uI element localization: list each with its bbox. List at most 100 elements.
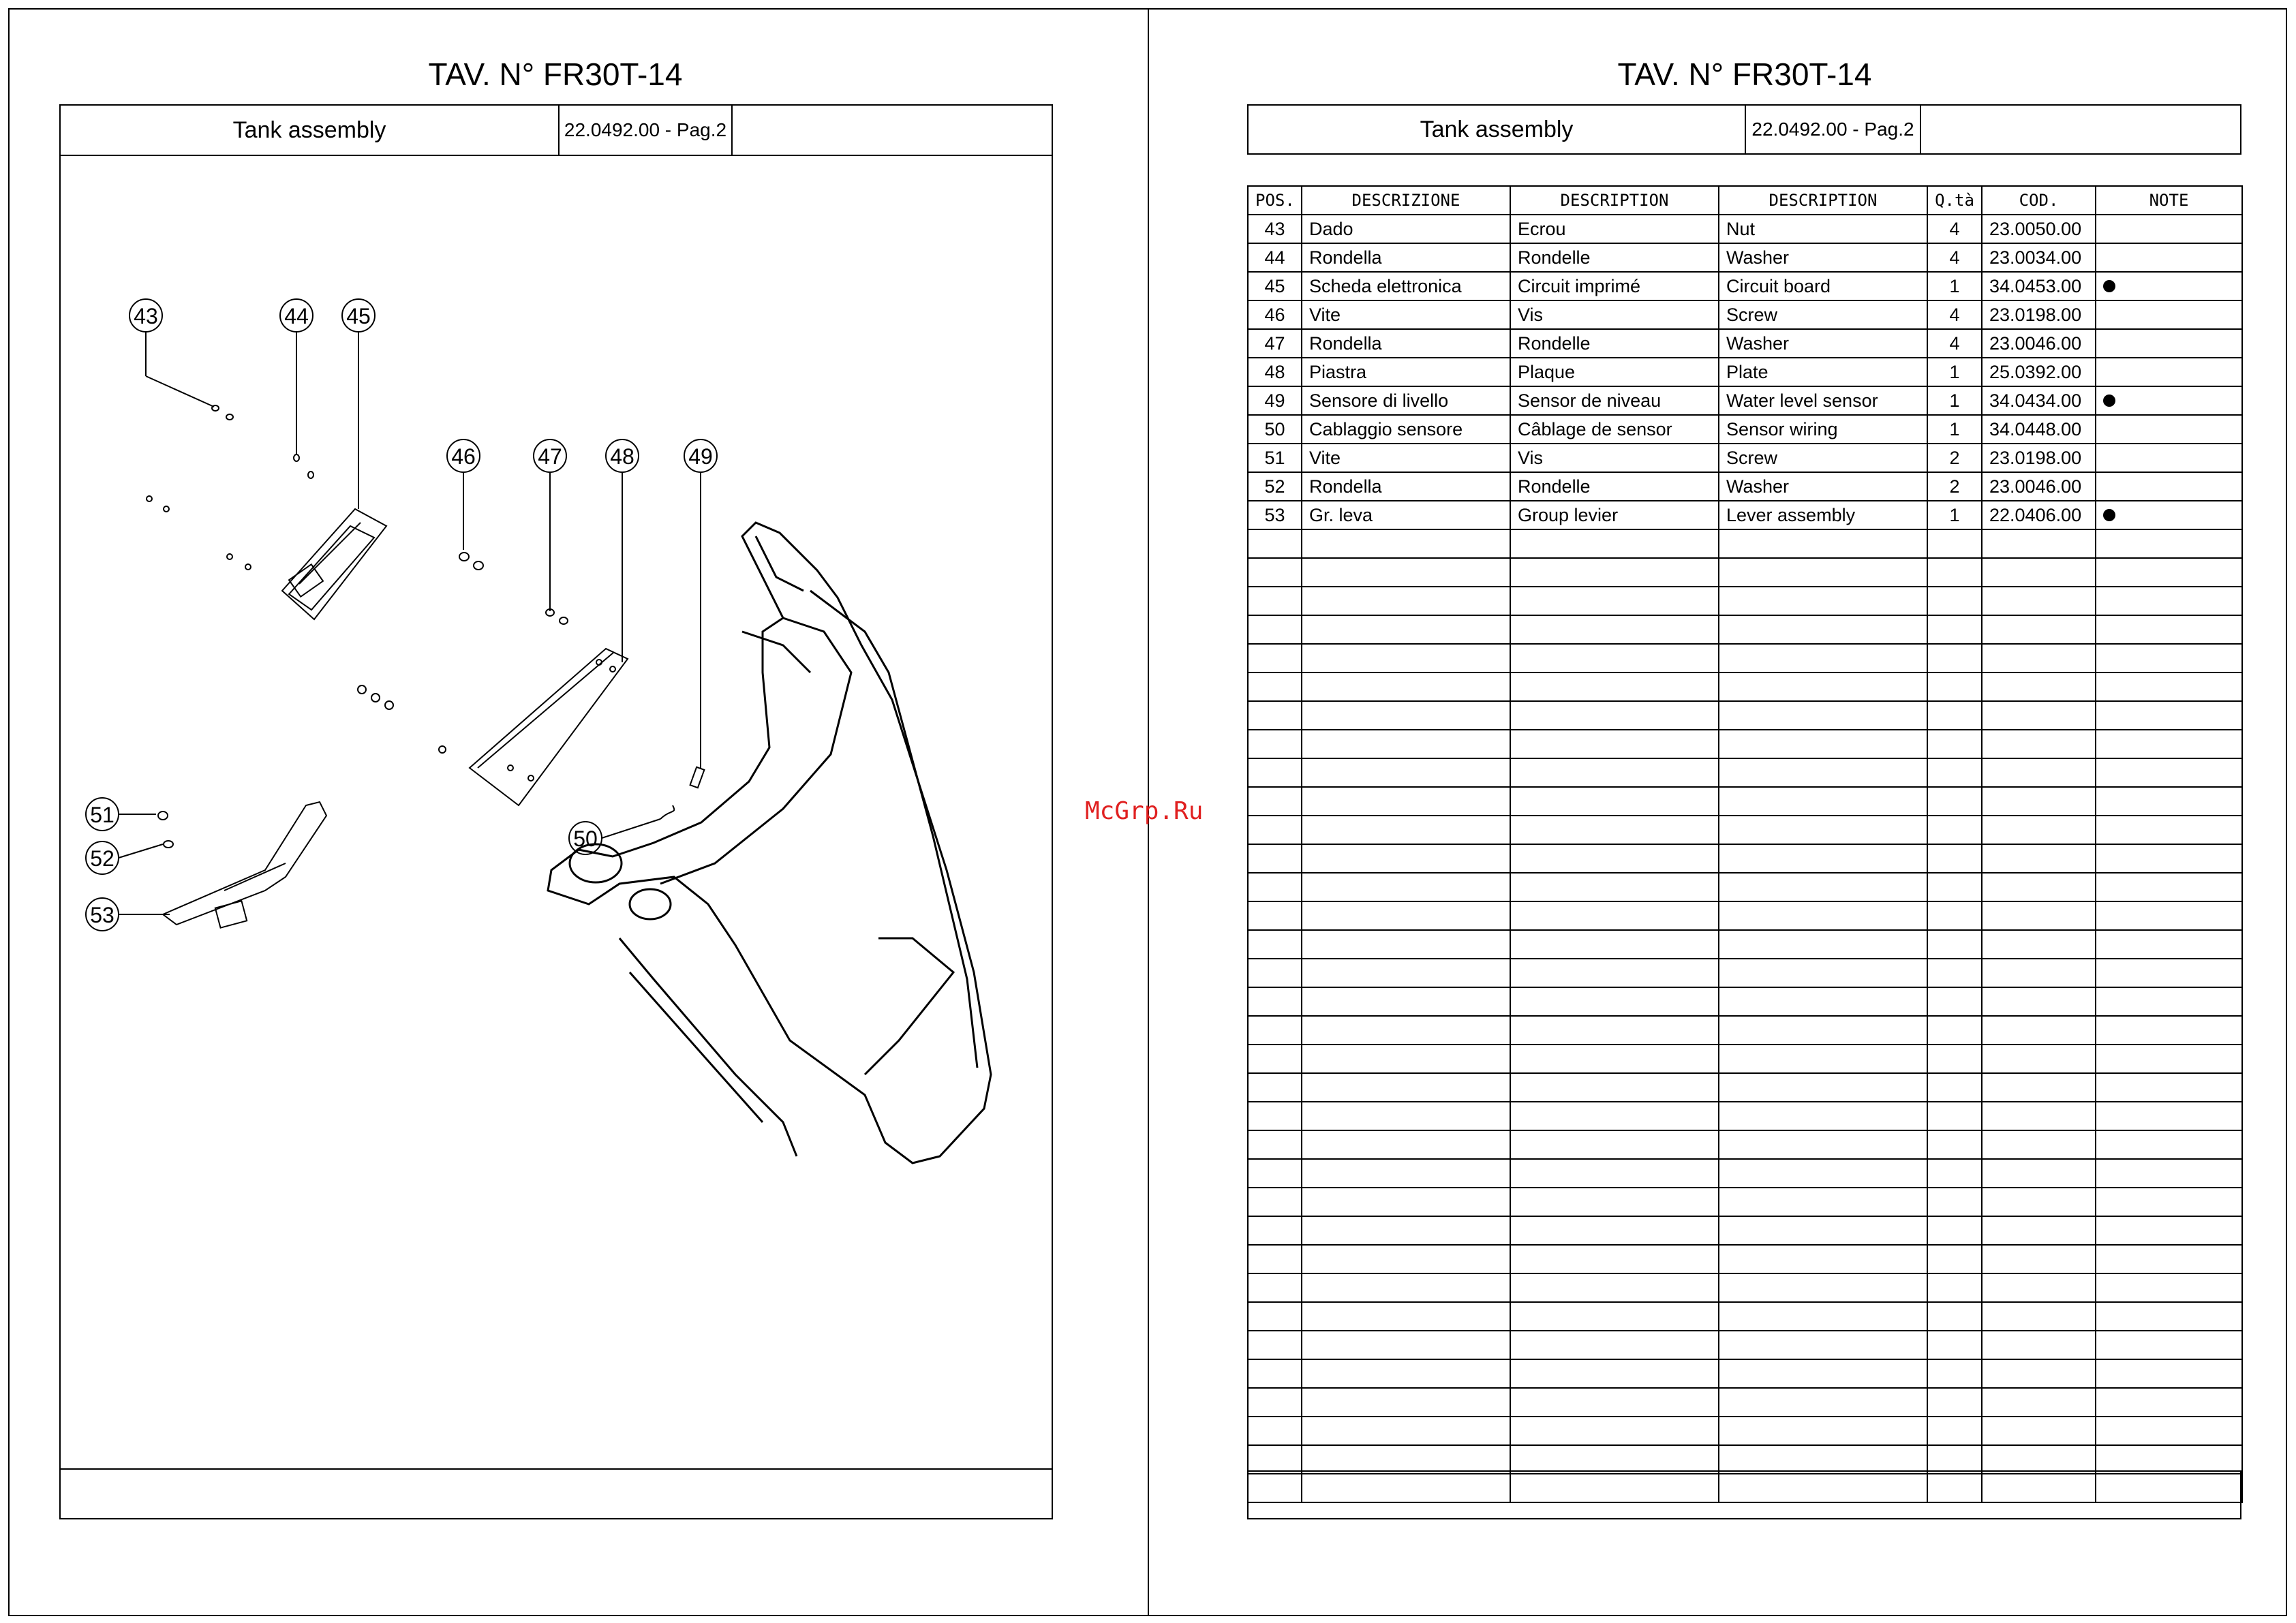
empty-cell (1927, 1216, 1983, 1246)
col-note: NOTE (2095, 185, 2243, 215)
empty-cell (1247, 929, 1302, 959)
empty-cell (2095, 958, 2243, 988)
empty-cell (1510, 529, 1719, 559)
empty-cell (1301, 758, 1511, 788)
empty-cell (2095, 1044, 2243, 1074)
description-fr-cell: Circuit imprimé (1510, 271, 1719, 301)
empty-cell (1247, 586, 1302, 616)
empty-cell (1247, 1387, 1302, 1417)
empty-cell (1718, 1015, 1928, 1045)
callout-52-label: 52 (90, 846, 114, 871)
empty-cell (2095, 987, 2243, 1017)
left-header-row: Tank assembly 22.0492.00 - Pag.2 (61, 106, 1052, 156)
empty-cell (1301, 1444, 1511, 1474)
empty-cell (2095, 815, 2243, 845)
empty-cell (1927, 1416, 1983, 1446)
empty-cell (1927, 700, 1983, 730)
empty-table-row (1247, 844, 2243, 874)
empty-cell (1718, 1044, 1928, 1074)
pos-cell: 46 (1247, 300, 1302, 330)
empty-cell (1510, 1273, 1719, 1303)
empty-cell (1247, 786, 1302, 816)
empty-cell (1247, 1359, 1302, 1389)
empty-table-row (1247, 615, 2243, 645)
col-description-fr: DESCRIPTION (1510, 185, 1719, 215)
empty-cell (1981, 1187, 2096, 1217)
empty-cell (2095, 929, 2243, 959)
empty-cell (1301, 643, 1511, 673)
note-cell (2095, 214, 2243, 244)
right-header-frame: Tank assembly 22.0492.00 - Pag.2 (1247, 104, 2241, 155)
empty-cell (1927, 844, 1983, 874)
empty-cell (1510, 1101, 1719, 1131)
empty-cell (1510, 586, 1719, 616)
empty-cell (1301, 1330, 1511, 1360)
callout-50: 50 (568, 818, 661, 855)
empty-cell (1247, 729, 1302, 759)
level-sensor-part (689, 766, 705, 789)
empty-cell (1247, 1330, 1302, 1360)
empty-cell (1247, 529, 1302, 559)
qty-cell: 1 (1927, 271, 1983, 301)
note-cell (2095, 414, 2243, 444)
empty-cell (1247, 758, 1302, 788)
description-fr-cell: Sensor de niveau (1510, 386, 1719, 416)
callout-47: 47 (533, 439, 567, 611)
empty-table-row (1247, 1416, 2243, 1446)
empty-cell (1981, 844, 2096, 874)
left-footer-box (59, 1468, 1053, 1519)
empty-cell (1718, 1473, 1928, 1503)
callout-43-label: 43 (134, 304, 158, 328)
parts-table-header: POS. DESCRIZIONE DESCRIPTION DESCRIPTION… (1247, 185, 2243, 215)
empty-cell (2095, 1301, 2243, 1331)
empty-cell (1718, 1130, 1928, 1160)
empty-cell (1301, 1158, 1511, 1188)
code-cell: 23.0198.00 (1981, 300, 2096, 330)
empty-table-row (1247, 958, 2243, 988)
empty-cell (1927, 1072, 1983, 1102)
note-bullet-icon (2103, 394, 2115, 407)
empty-cell (1510, 987, 1719, 1017)
pos-cell: 47 (1247, 328, 1302, 358)
descrizione-cell: Piastra (1301, 357, 1511, 387)
empty-cell (1718, 1301, 1928, 1331)
pos-cell: 48 (1247, 357, 1302, 387)
empty-cell (1981, 1473, 2096, 1503)
right-header-name: Tank assembly (1249, 106, 1746, 153)
empty-cell (1301, 615, 1511, 645)
empty-cell (1510, 758, 1719, 788)
empty-cell (1718, 1416, 1928, 1446)
empty-cell (1301, 844, 1511, 874)
code-cell: 34.0434.00 (1981, 386, 2096, 416)
empty-table-row (1247, 1473, 2243, 1503)
col-pos: POS. (1247, 185, 1302, 215)
empty-cell (1301, 987, 1511, 1017)
empty-cell (1718, 672, 1928, 702)
left-page-title: TAV. N° FR30T-14 (428, 57, 683, 92)
empty-cell (1927, 1158, 1983, 1188)
empty-cell (1927, 901, 1983, 931)
empty-cell (1981, 672, 2096, 702)
empty-cell (1247, 901, 1302, 931)
empty-cell (2095, 1244, 2243, 1274)
description-fr-cell: Câblage de sensor (1510, 414, 1719, 444)
code-cell: 23.0034.00 (1981, 243, 2096, 273)
empty-cell (1981, 1044, 2096, 1074)
empty-table-row (1247, 901, 2243, 931)
empty-cell (1247, 1273, 1302, 1303)
empty-cell (1981, 1444, 2096, 1474)
description-en-cell: Sensor wiring (1718, 414, 1928, 444)
empty-cell (1510, 1473, 1719, 1503)
empty-cell (2095, 1273, 2243, 1303)
empty-cell (1981, 987, 2096, 1017)
empty-cell (1301, 1301, 1511, 1331)
pos-cell: 50 (1247, 414, 1302, 444)
description-fr-cell: Plaque (1510, 357, 1719, 387)
empty-cell (1510, 1015, 1719, 1045)
empty-cell (1301, 901, 1511, 931)
empty-cell (2095, 557, 2243, 587)
code-cell: 25.0392.00 (1981, 357, 2096, 387)
